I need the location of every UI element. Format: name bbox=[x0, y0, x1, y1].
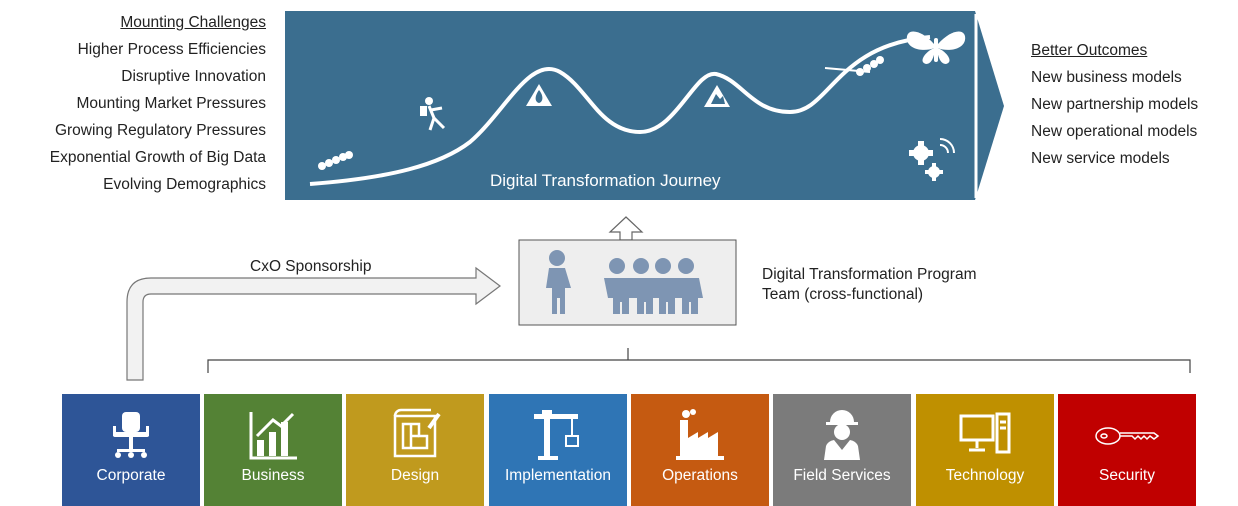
outcome-item: New operational models bbox=[1031, 123, 1198, 140]
tile-label: Security bbox=[1099, 467, 1155, 484]
team-label-line: Team (cross-functional) bbox=[762, 286, 924, 303]
mounting-challenges-list: Mounting Challenges Higher Process Effic… bbox=[50, 9, 266, 198]
better-outcomes-list: Better Outcomes New business models New … bbox=[1031, 37, 1198, 172]
outcome-item: New partnership models bbox=[1031, 96, 1199, 113]
mounting-challenges-heading: Mounting Challenges bbox=[120, 14, 266, 31]
team-people-icon bbox=[546, 250, 703, 314]
tile-operations: Operations bbox=[631, 394, 769, 506]
factory-icon bbox=[676, 409, 724, 460]
departments-bracket bbox=[207, 348, 1191, 373]
tile-label: Technology bbox=[945, 467, 1025, 484]
tile-business: Business bbox=[204, 394, 342, 506]
caterpillar-icon bbox=[318, 151, 353, 170]
blueprint-icon bbox=[393, 408, 441, 458]
office-chair-icon bbox=[113, 412, 149, 458]
team-up-arrow bbox=[608, 216, 644, 241]
challenge-item: Growing Regulatory Pressures bbox=[54, 122, 266, 139]
challenge-item: Evolving Demographics bbox=[103, 176, 266, 193]
chemical-hazard-icon bbox=[704, 85, 730, 107]
tile-label: Business bbox=[241, 467, 305, 484]
hiker-icon bbox=[420, 97, 446, 131]
journey-label: Digital Transformation Journey bbox=[490, 171, 721, 190]
tile-design: Design bbox=[346, 394, 484, 506]
sponsorship-label: CxO Sponsorship bbox=[250, 258, 372, 275]
tile-label: Corporate bbox=[96, 467, 166, 484]
challenge-item: Higher Process Efficiencies bbox=[77, 41, 266, 58]
outcome-item: New business models bbox=[1031, 69, 1182, 86]
butterfly-icon bbox=[906, 31, 966, 64]
tile-corporate: Corporate bbox=[62, 394, 200, 506]
tile-label: Design bbox=[390, 467, 440, 484]
bar-chart-icon bbox=[249, 412, 297, 460]
sponsorship-arrow bbox=[126, 266, 501, 381]
challenge-item: Disruptive Innovation bbox=[121, 68, 266, 85]
fire-hazard-icon bbox=[526, 84, 552, 106]
team-label: Digital Transformation Program Team (cro… bbox=[762, 265, 977, 305]
crane-icon bbox=[534, 410, 579, 460]
better-outcomes-heading: Better Outcomes bbox=[1031, 42, 1148, 59]
tile-label: Operations bbox=[662, 467, 738, 484]
tile-technology: Technology bbox=[916, 394, 1054, 506]
challenge-item: Exponential Growth of Big Data bbox=[49, 149, 266, 166]
key-icon bbox=[1095, 427, 1160, 445]
tile-label: Implementation bbox=[505, 467, 611, 484]
tile-security: Security bbox=[1058, 394, 1196, 506]
caterpillar-icon bbox=[824, 56, 884, 76]
journey-arrow-shape bbox=[285, 11, 1004, 200]
computer-icon bbox=[959, 412, 1011, 454]
tile-implementation: Implementation bbox=[489, 394, 627, 506]
challenge-item: Mounting Market Pressures bbox=[76, 95, 266, 112]
team-label-line: Digital Transformation Program bbox=[762, 266, 977, 283]
worker-icon bbox=[824, 410, 860, 460]
journey-path bbox=[309, 35, 931, 186]
tile-label: Field Services bbox=[793, 467, 891, 484]
outcome-item: New service models bbox=[1031, 150, 1170, 167]
tile-field-services: Field Services bbox=[773, 394, 911, 506]
gears-icon bbox=[909, 138, 955, 181]
